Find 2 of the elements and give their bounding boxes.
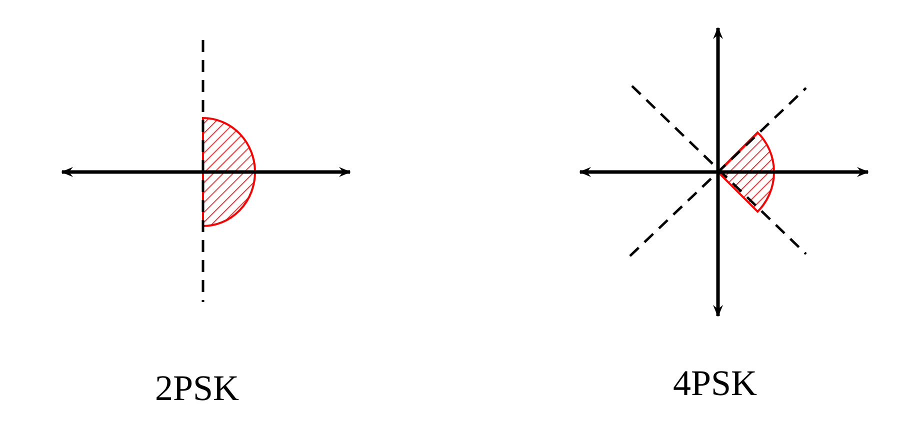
modulation-label: 2PSK [154, 370, 240, 406]
modulation-label: 4PSK [672, 365, 758, 401]
